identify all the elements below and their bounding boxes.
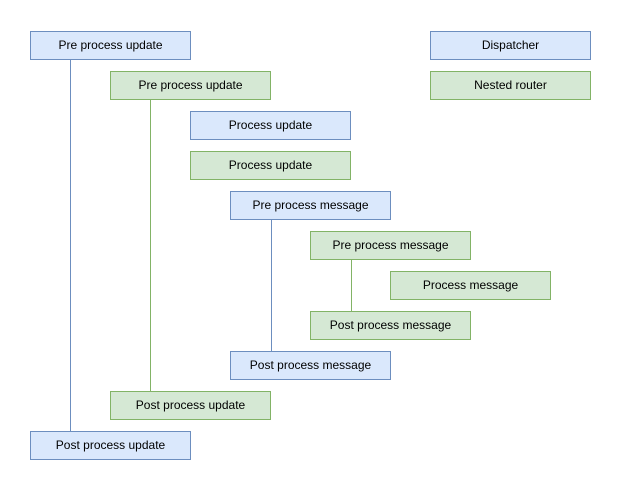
connector-router-update-span [150, 100, 151, 391]
node-pre-process-update-dispatcher[interactable]: Pre process update [30, 31, 191, 60]
node-process-update-router[interactable]: Process update [190, 151, 351, 180]
connector-dispatcher-update-span [70, 60, 71, 431]
node-post-process-update-router[interactable]: Post process update [110, 391, 271, 420]
node-post-process-message-dispatcher[interactable]: Post process message [230, 351, 391, 380]
node-process-update-dispatcher[interactable]: Process update [190, 111, 351, 140]
legend-item-dispatcher[interactable]: Dispatcher [430, 31, 591, 60]
node-post-process-message-router[interactable]: Post process message [310, 311, 471, 340]
connector-router-message-span [351, 260, 352, 311]
node-pre-process-message-router[interactable]: Pre process message [310, 231, 471, 260]
node-process-message-router[interactable]: Process message [390, 271, 551, 300]
node-post-process-update-dispatcher[interactable]: Post process update [30, 431, 191, 460]
connector-dispatcher-message-span [271, 220, 272, 351]
node-pre-process-update-router[interactable]: Pre process update [110, 71, 271, 100]
legend-item-nested-router[interactable]: Nested router [430, 71, 591, 100]
node-pre-process-message-dispatcher[interactable]: Pre process message [230, 191, 391, 220]
